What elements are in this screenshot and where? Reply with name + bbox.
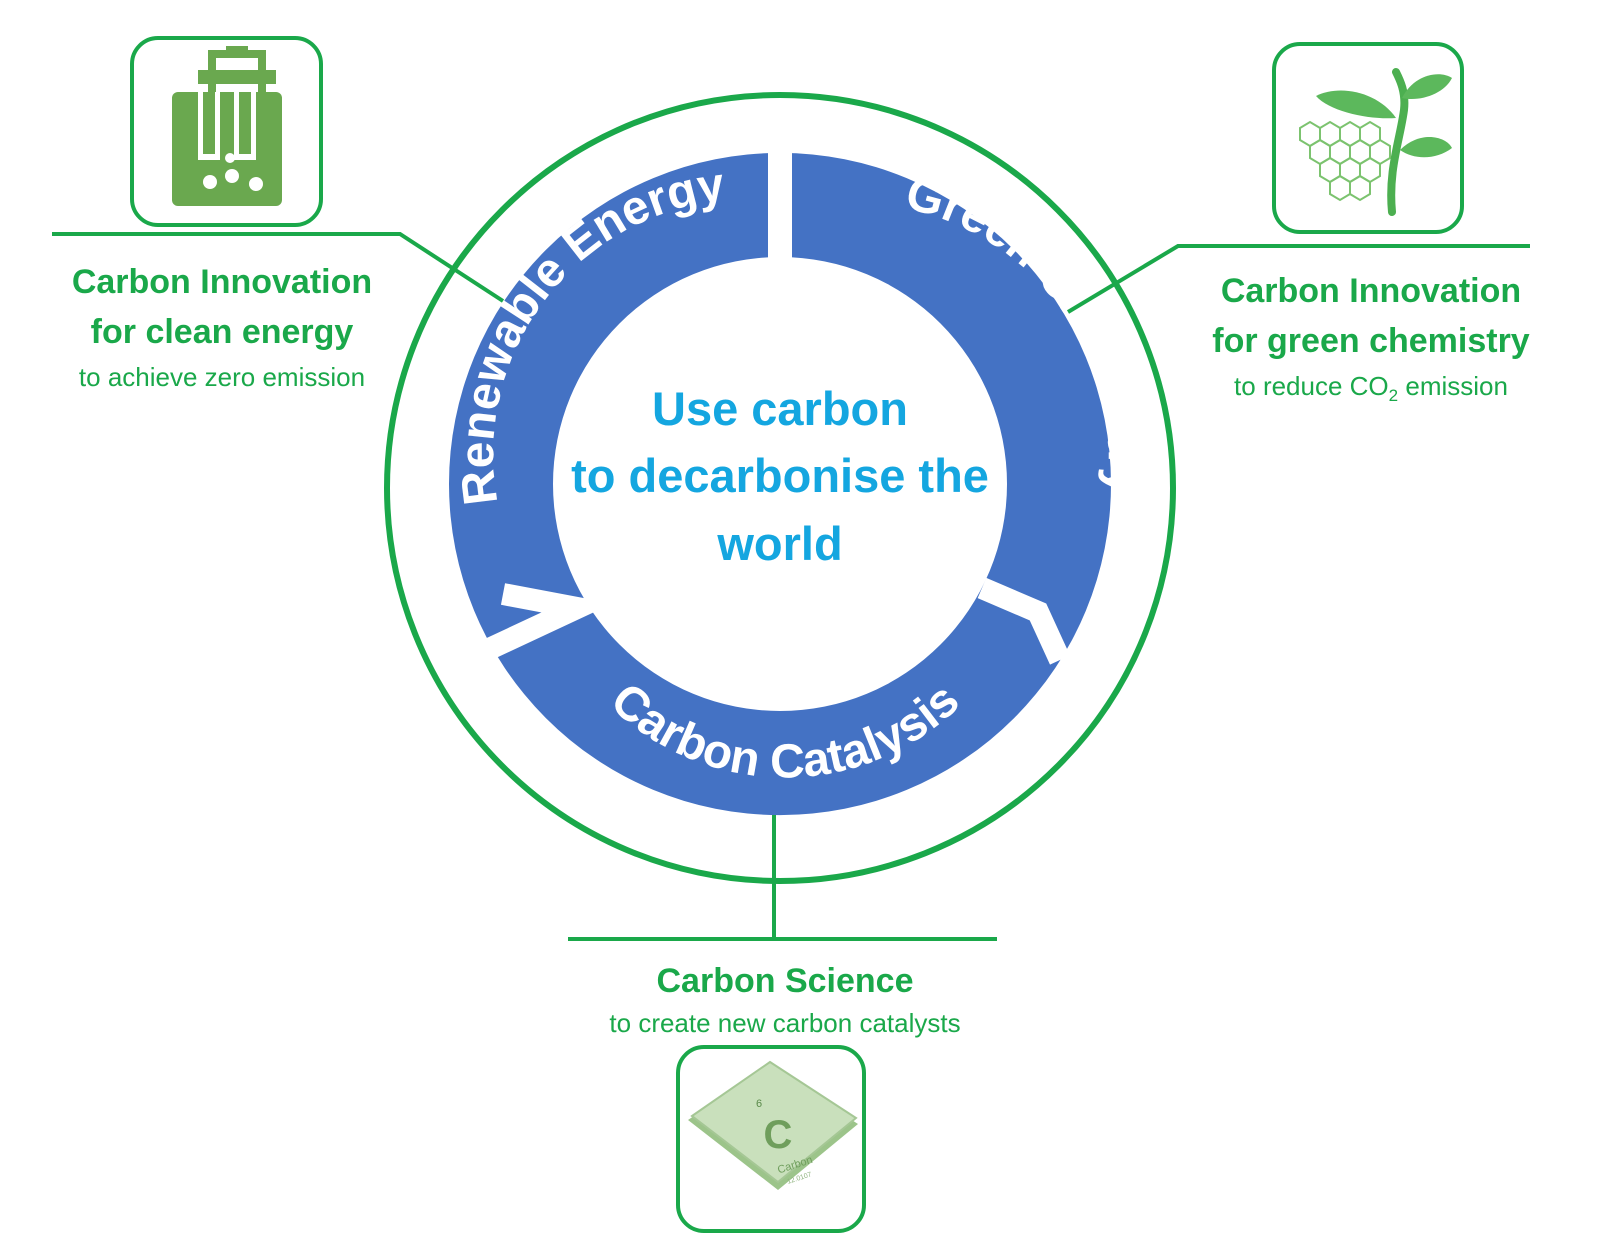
- bottom-callout-subtitle: to create new carbon catalysts: [609, 1008, 960, 1038]
- left-callout-title-1: Carbon Innovation: [72, 263, 372, 301]
- outer-circle: [384, 92, 1176, 884]
- ring-gap-left: [482, 583, 613, 660]
- right-callout-subtitle: to reduce CO2 emission: [1234, 371, 1508, 405]
- connector-right: [1066, 244, 1530, 314]
- center-line-3: world: [716, 517, 842, 570]
- element-symbol: C: [764, 1113, 793, 1157]
- connector-left: [52, 232, 505, 303]
- left-callout-subtitle: to achieve zero emission: [79, 362, 365, 392]
- center-line-1: Use carbon: [652, 382, 908, 435]
- element-number: 6: [756, 1098, 762, 1110]
- connector-bottom: [568, 815, 997, 941]
- left-callout-title-2: for clean energy: [91, 313, 354, 351]
- bottom-callout-title: Carbon Science: [657, 962, 914, 1000]
- center-line-2: to decarbonise the: [571, 449, 989, 502]
- plant-hexagon-icon: [1272, 42, 1464, 234]
- right-callout-title-1: Carbon Innovation: [1221, 272, 1521, 310]
- carbon-element-icon: 6 C Carbon 12.0107: [676, 1045, 866, 1233]
- ring-gap-right: [977, 577, 1070, 665]
- blue-ring: [449, 152, 1111, 816]
- battery-electrolysis-icon: [130, 36, 323, 227]
- right-callout-title-2: for green chemistry: [1212, 322, 1530, 360]
